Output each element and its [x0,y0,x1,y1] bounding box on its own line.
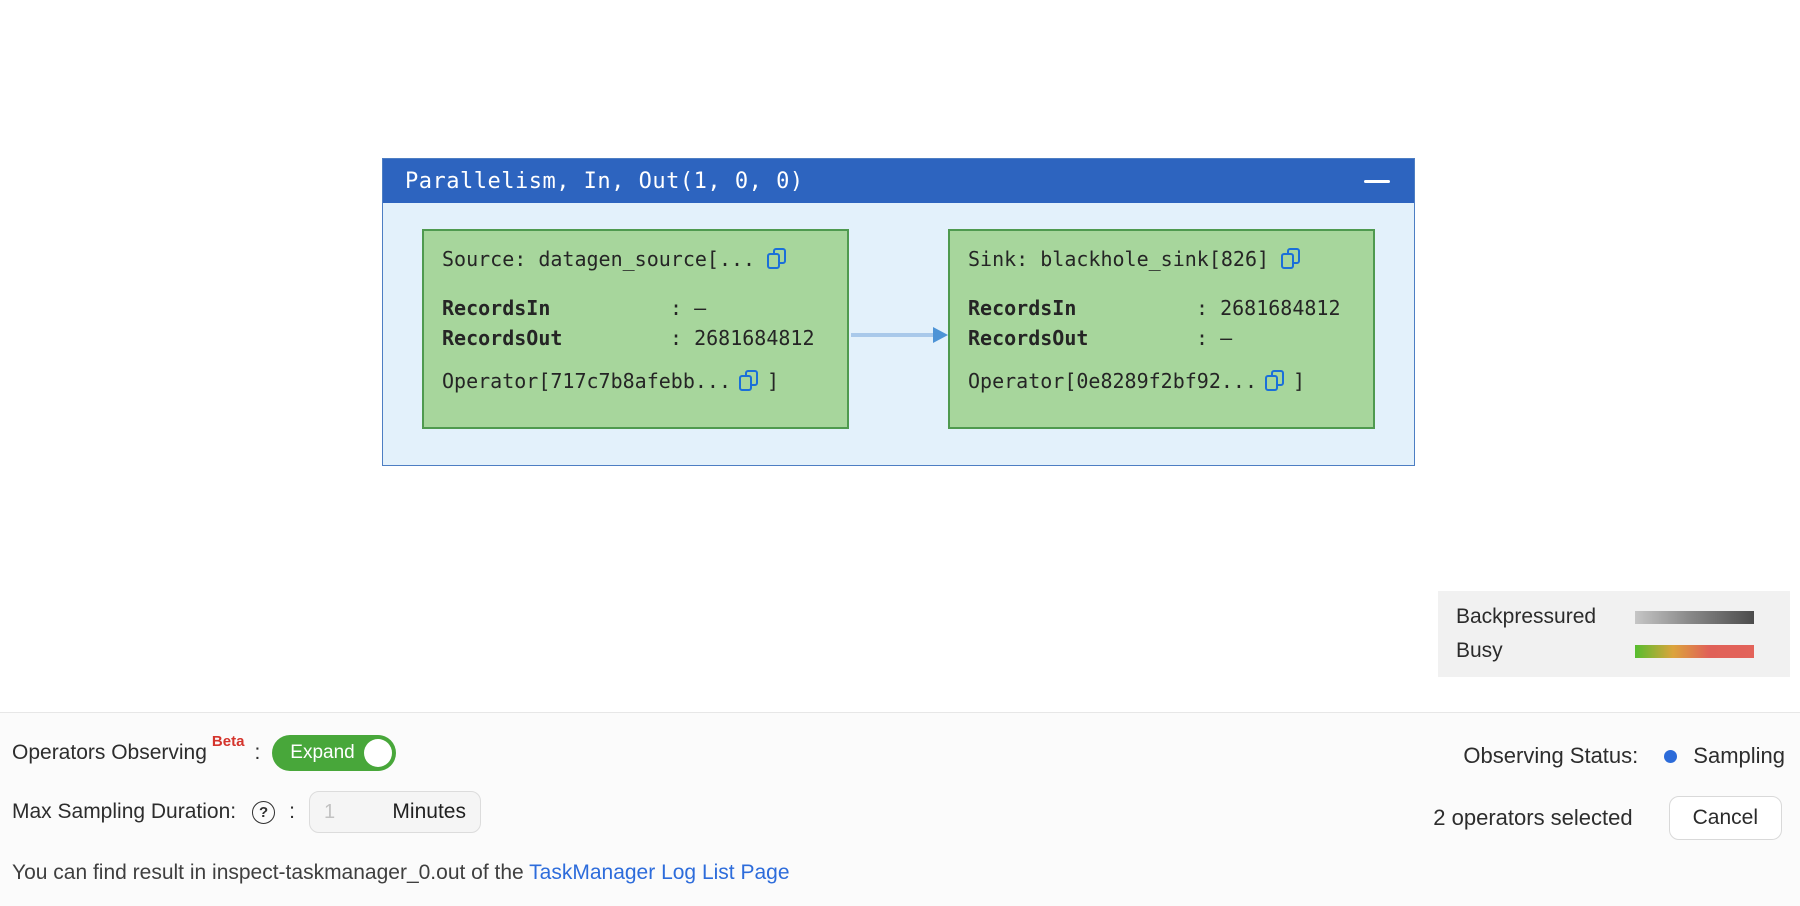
records-out-value: : 2681684812 [670,326,815,350]
records-out-label: RecordsOut [968,326,1089,350]
result-hint-text: You can find result in inspect-taskmanag… [12,861,530,884]
backpressured-gradient-bar [1635,610,1754,624]
toggle-knob [364,739,393,767]
job-graph-panel: Parallelism, In, Out(1, 0, 0) Source: da… [382,158,1415,466]
colon-separator: : [254,741,261,764]
source-records: RecordsIn : – RecordsOut : 2681684812 [442,293,829,353]
copy-icon[interactable] [738,370,759,392]
legend-row-backpressured: Backpressured [1438,600,1790,634]
records-in-value: : – [670,296,707,320]
operator-id-close: ] [1292,369,1306,393]
source-node-title: Source: datagen_source[... [442,247,756,271]
operator-id-close: ] [766,369,780,393]
max-sampling-duration-row: Max Sampling Duration: ? : 1 Minutes [12,791,481,833]
observing-status-row: Observing Status: Sampling [1463,743,1785,769]
records-in-row: RecordsIn : – [442,293,829,323]
observing-status-value: Sampling [1693,743,1785,768]
operators-observing-row: Operators Observing Beta : Expand [12,733,397,771]
operator-id: Operator[0e8289f2bf92... [968,369,1257,393]
sink-node-title: Sink: blackhole_sink[826] [968,247,1270,271]
records-out-label: RecordsOut [442,326,563,350]
sink-operator-node[interactable]: Sink: blackhole_sink[826] RecordsIn : 26… [948,229,1375,429]
operators-observing-label: Operators Observing [12,741,207,764]
records-in-row: RecordsIn : 2681684812 [968,293,1355,323]
status-dot-icon [1664,749,1678,763]
graph-legend: Backpressured Busy [1438,591,1790,677]
busy-label: Busy [1456,639,1503,662]
copy-icon[interactable] [1264,370,1285,392]
records-in-label: RecordsIn [442,296,551,320]
help-icon[interactable]: ? [252,800,276,824]
arrow-head-icon [933,327,948,343]
panel-title: Parallelism, In, Out(1, 0, 0) [405,168,804,194]
beta-badge: Beta [211,733,245,750]
records-out-row: RecordsOut : – [968,323,1355,353]
records-in-label: RecordsIn [968,296,1077,320]
expand-toggle-label: Expand [290,742,355,763]
duration-unit-label: Minutes [392,800,466,823]
cancel-button[interactable]: Cancel [1668,796,1782,840]
legend-row-busy: Busy [1438,634,1790,668]
operator-id: Operator[717c7b8afebb... [442,369,731,393]
expand-toggle[interactable]: Expand [272,735,397,771]
max-sampling-duration-label: Max Sampling Duration: [12,800,237,823]
observing-status-label: Observing Status: [1463,743,1639,768]
sink-records: RecordsIn : 2681684812 RecordsOut : – [968,293,1355,353]
taskmanager-log-link[interactable]: TaskManager Log List Page [529,861,790,884]
operators-selected-count: 2 operators selected [1433,805,1633,830]
busy-gradient-bar [1635,644,1754,658]
result-hint-row: You can find result in inspect-taskmanag… [12,861,790,885]
selection-row: 2 operators selected Cancel [1433,796,1782,840]
records-out-value: : – [1196,326,1233,350]
operators-observing-footer: Operators Observing Beta : Expand Observ… [0,712,1800,906]
duration-value: 1 [323,800,336,823]
panel-header: Parallelism, In, Out(1, 0, 0) [383,159,1414,203]
records-out-row: RecordsOut : 2681684812 [442,323,829,353]
backpressured-label: Backpressured [1456,605,1597,628]
edge-arrow [851,327,948,343]
sampling-duration-input[interactable]: 1 Minutes [308,791,481,833]
copy-icon[interactable] [1281,248,1301,270]
source-operator-node[interactable]: Source: datagen_source[... RecordsIn : –… [422,229,849,429]
minimize-icon[interactable] [1362,171,1392,191]
colon-separator: : [289,800,295,823]
records-in-value: : 2681684812 [1196,296,1341,320]
copy-icon[interactable] [767,248,787,270]
